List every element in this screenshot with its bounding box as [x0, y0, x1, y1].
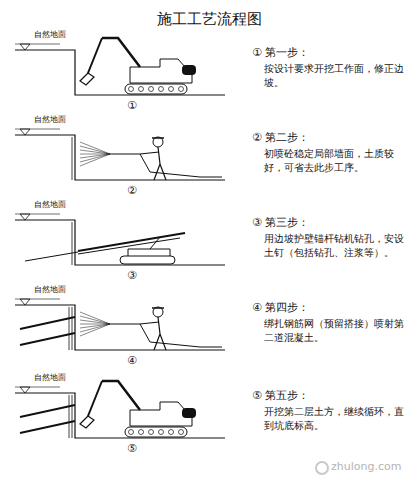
- counterweight: [182, 65, 196, 75]
- excavator-arm: [88, 38, 102, 73]
- counterweight: [182, 408, 196, 418]
- step-illustration: [15, 129, 225, 180]
- ground-symbol-line: [15, 129, 60, 130]
- step-description: 开挖第二层土方，继续循环，直到坑底标高。: [264, 405, 410, 432]
- ground-line: [15, 135, 225, 180]
- hose: [140, 154, 222, 177]
- spray: [80, 316, 110, 324]
- hose: [140, 324, 222, 347]
- spray: [80, 142, 110, 154]
- worker-helmet: [152, 137, 164, 139]
- track-wheel: [129, 87, 134, 92]
- callout-number: ⑤: [122, 442, 142, 457]
- ground-symbol: [20, 299, 30, 305]
- ground-symbol: [20, 214, 30, 220]
- ground-label: 自然地面: [34, 200, 94, 211]
- spray: [80, 146, 110, 154]
- spray: [80, 324, 110, 336]
- track-wheel: [179, 87, 184, 92]
- worker-head: [153, 137, 163, 147]
- excavator-boom: [102, 38, 140, 67]
- step-illustration: [15, 214, 225, 265]
- track-wheel: [139, 430, 144, 435]
- shotcrete-layer: [72, 222, 73, 265]
- watermark-logo: [316, 462, 328, 474]
- ground-label: 自然地面: [34, 285, 94, 296]
- title: 施工工艺流程图: [0, 10, 418, 29]
- spray: [80, 320, 110, 324]
- soil-nail: [20, 333, 75, 345]
- ground-symbol-line: [15, 214, 60, 215]
- ground-line: [15, 393, 225, 438]
- step-description: 初喷砼稳定局部墙面，土质较好，可省去此步工序。: [264, 147, 410, 174]
- soil-nail: [20, 317, 75, 329]
- ground-symbol-line: [15, 387, 60, 388]
- step-heading: ④ 第四步：: [252, 301, 402, 316]
- drill-mast: [78, 238, 180, 254]
- track-wheel: [149, 430, 154, 435]
- track-wheel: [129, 430, 134, 435]
- excavator-bucket: [80, 73, 94, 85]
- step-illustration: [15, 299, 225, 350]
- spray: [80, 154, 110, 166]
- soil-nail: [20, 405, 75, 417]
- track-wheel: [139, 87, 144, 92]
- ground-label: 自然地面: [34, 30, 94, 41]
- ground-symbol-line: [15, 299, 60, 300]
- track-wheel: [149, 87, 154, 92]
- track-wheel: [169, 87, 174, 92]
- step-illustration: [15, 38, 225, 95]
- shotcrete-layer: [72, 307, 73, 350]
- shotcrete-layer: [69, 395, 70, 438]
- ground-line: [15, 305, 225, 350]
- ground-line: [15, 220, 225, 265]
- ground-symbol: [20, 387, 30, 393]
- excavator-track: [125, 84, 187, 94]
- spray: [80, 312, 110, 324]
- ground-label: 自然地面: [34, 373, 94, 384]
- worker-helmet: [152, 307, 164, 309]
- step-description: 按设计要求开挖工作面，修正边坡。: [264, 62, 410, 89]
- step-heading: ③ 第三步：: [252, 216, 402, 231]
- track-wheel: [159, 430, 164, 435]
- excavator-bucket: [80, 416, 94, 428]
- callout-number: ①: [122, 99, 142, 114]
- callout-number: ④: [122, 354, 142, 369]
- track-wheel: [169, 430, 174, 435]
- step-illustration: [15, 381, 225, 438]
- worker-head: [153, 307, 163, 317]
- step-description: 用边坡护壁锚杆钻机钻孔，安设土钉（包括钻孔、注浆等）。: [264, 232, 410, 259]
- spray: [80, 150, 110, 154]
- soil-nail: [20, 421, 75, 433]
- drill-support: [150, 237, 160, 249]
- step-heading: ② 第二步：: [252, 131, 402, 146]
- spray: [80, 154, 110, 162]
- ground-label: 自然地面: [34, 115, 94, 126]
- track-wheel: [159, 87, 164, 92]
- drill-base: [128, 249, 170, 256]
- drill-rod: [25, 252, 78, 261]
- worker-arm-nozzle: [110, 152, 159, 154]
- ground-symbol: [20, 129, 30, 135]
- ground-symbol-line: [15, 44, 60, 45]
- drill-track: [120, 256, 175, 264]
- excavator-boom: [102, 381, 140, 410]
- ground-line: [15, 50, 225, 95]
- watermark: zhulong.com: [331, 460, 418, 475]
- drill-mast: [78, 233, 185, 251]
- excavator-track: [125, 427, 187, 437]
- excavator-arm: [88, 381, 102, 416]
- worker-arm-nozzle: [110, 322, 159, 324]
- callout-number: ②: [122, 184, 142, 199]
- track-wheel: [179, 430, 184, 435]
- callout-number: ③: [122, 269, 142, 284]
- step-heading: ⑤ 第五步：: [252, 389, 402, 404]
- shotcrete-layer: [72, 137, 73, 180]
- ground-symbol: [20, 44, 30, 50]
- shotcrete-layer: [69, 307, 70, 350]
- step-heading: ① 第一步：: [252, 46, 402, 61]
- shotcrete-layer: [72, 395, 73, 438]
- spray: [80, 324, 110, 332]
- step-description: 绑扎钢筋网（预留搭接）喷射第二道混凝土。: [264, 317, 410, 344]
